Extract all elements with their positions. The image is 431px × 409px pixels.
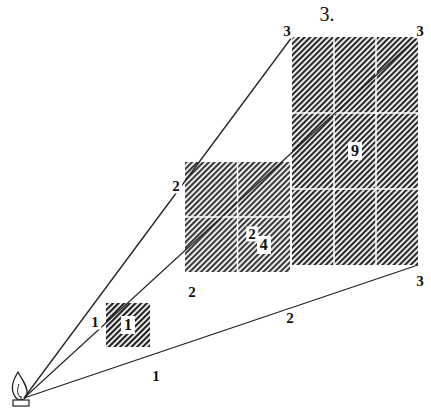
distance-label: 2 bbox=[284, 311, 296, 326]
hatched-square: 9 bbox=[292, 37, 418, 265]
distance-label: 2 bbox=[186, 285, 198, 300]
figure-number: 3. bbox=[320, 4, 335, 24]
area-number: 1 bbox=[121, 316, 135, 334]
distance-label: 2 bbox=[246, 227, 258, 242]
hatched-square: 1 bbox=[106, 303, 150, 347]
distance-label: 3 bbox=[414, 274, 426, 289]
hatched-square bbox=[185, 162, 290, 272]
area-number: 9 bbox=[348, 142, 362, 160]
distance-label: 1 bbox=[150, 369, 162, 384]
distance-label: 1 bbox=[89, 315, 101, 330]
distance-label: 3 bbox=[414, 24, 426, 39]
distance-label: 3 bbox=[281, 24, 293, 39]
hatched-square: 4 bbox=[185, 162, 290, 272]
distance-label: 2 bbox=[170, 179, 182, 194]
area-number: 4 bbox=[257, 236, 271, 254]
